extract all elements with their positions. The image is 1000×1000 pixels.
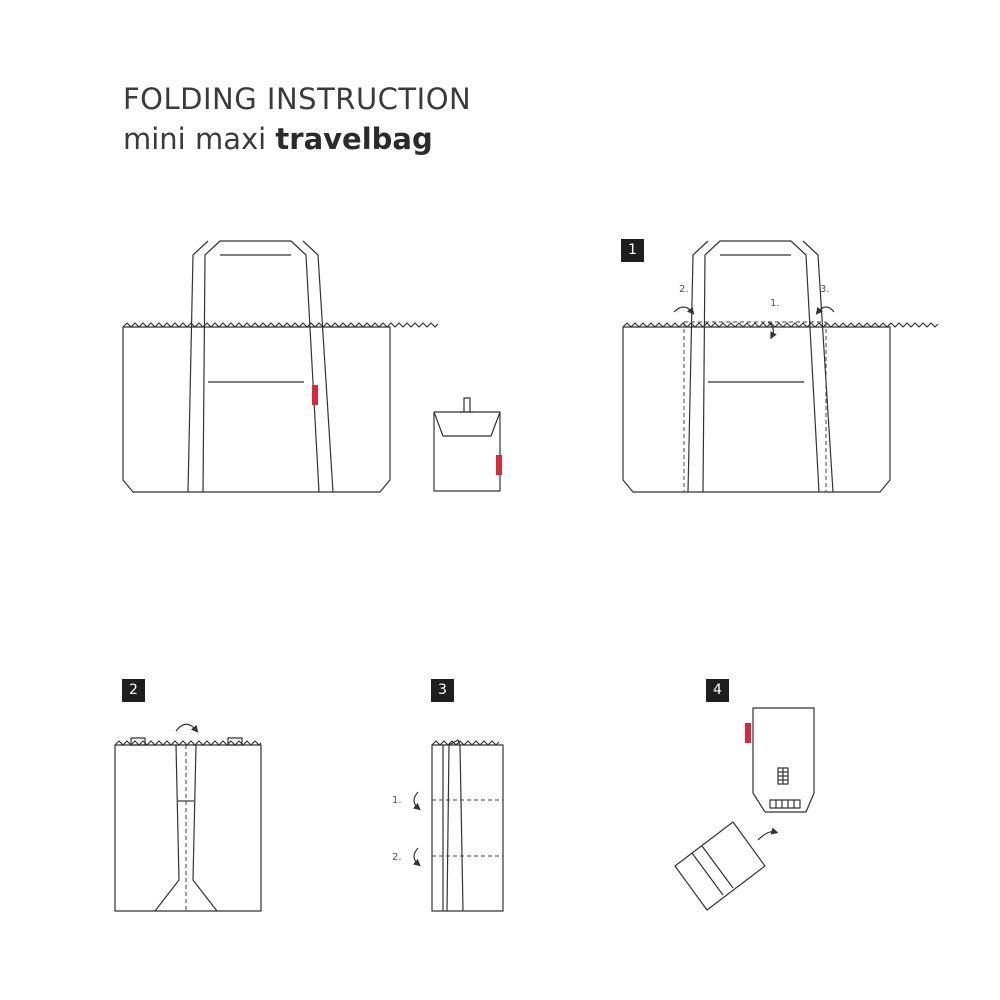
step-3-fold-label-1: 1. [392,795,402,806]
step-3-fold-label-2: 2. [392,852,402,863]
step-1-badge: 1 [621,239,644,262]
subtitle-product: travelbag [275,122,433,156]
page-subtitle: mini maxi travelbag [123,122,433,156]
brand-tag-step-4 [745,723,751,743]
brand-tag-pouch [496,455,502,475]
step-1-fold-label-1: 1. [770,298,780,309]
subtitle-prefix: mini maxi [123,122,276,156]
step-2-badge: 2 [122,679,145,702]
step-1-illustration [622,240,939,493]
page-title: FOLDING INSTRUCTION [123,82,472,116]
step-3-badge: 3 [431,679,454,702]
folded-pouch-illustration [433,397,502,492]
step-2-illustration [114,723,262,912]
brand-tag [312,385,318,405]
step-4-badge: 4 [706,679,729,702]
step-4-illustration [674,707,815,911]
open-bag-illustration [122,240,439,493]
step-1-fold-label-3: 3. [820,284,830,295]
step-3-illustration [412,739,504,912]
step-1-fold-label-2: 2. [679,284,689,295]
